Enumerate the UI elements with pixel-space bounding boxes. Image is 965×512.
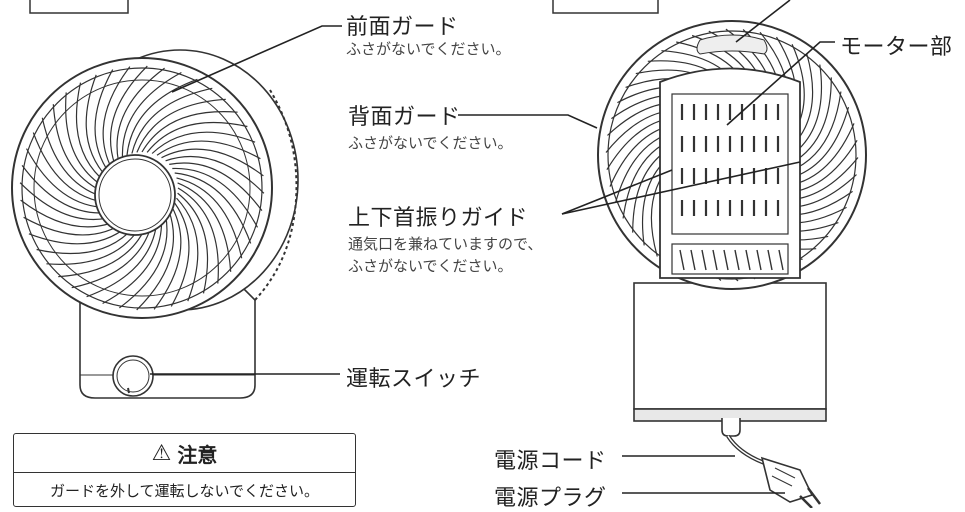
guard-wire — [151, 131, 256, 154]
guard-wire — [169, 162, 263, 211]
guard-wire — [75, 82, 107, 184]
lower-vent-slot — [778, 249, 784, 271]
louver-guide-note-2: ふさがないでください。 — [348, 257, 513, 275]
guard-wire — [116, 67, 165, 161]
lower-vent-slot — [756, 249, 762, 271]
switch-label: 運転スイッチ — [346, 367, 482, 392]
guard-wire — [131, 87, 213, 154]
lower-vent-slot — [734, 249, 740, 271]
guard-wire — [177, 187, 219, 284]
louver-guide-note-1: 通気口を兼ねていますので、 — [348, 235, 543, 253]
guard-wire — [170, 202, 190, 307]
power-cord-label: 電源コード — [494, 449, 607, 474]
switch-knob — [112, 355, 154, 397]
caution-box: ⚠ 注意 ガードを外して運転しないでください。 — [13, 433, 356, 507]
lower-vent-slot — [745, 249, 751, 271]
guard-wire — [177, 182, 232, 272]
rear-guard-note: ふさがないでください。 — [348, 134, 513, 152]
front-guard-note: ふさがないでください。 — [346, 40, 511, 58]
guard-wire — [136, 98, 226, 153]
guard-wire — [141, 111, 238, 153]
guard-wire — [94, 69, 114, 174]
warning-triangle-icon: ⚠ — [151, 440, 172, 466]
guard-wire — [172, 167, 259, 228]
lower-vent-slot — [767, 249, 773, 271]
guard-wire — [177, 192, 209, 294]
power-plug-label: 電源プラグ — [494, 486, 607, 511]
front-fan — [11, 49, 299, 399]
guard-wire — [102, 66, 131, 169]
rear-fan — [597, 20, 867, 467]
lower-vent-slot — [679, 249, 685, 271]
rear-guard-label: 背面ガード — [348, 105, 461, 130]
caution-header: ⚠ 注意 — [14, 434, 355, 473]
guard-wire — [153, 207, 182, 310]
caution-title: 注意 — [177, 442, 218, 467]
motor-label: モーター部 — [840, 35, 953, 60]
guard-wire — [119, 215, 168, 309]
guard-wire — [86, 220, 158, 298]
guard-wire — [165, 155, 265, 194]
guard-wire — [176, 177, 243, 259]
guard-wire — [174, 172, 252, 244]
guard-wire — [126, 78, 198, 156]
lower-vent-slot — [690, 249, 696, 271]
guard-wire — [146, 121, 248, 153]
lower-vent-slot — [723, 249, 729, 271]
power-plug — [760, 456, 821, 508]
guard-wire — [102, 218, 163, 305]
lower-vent-slot — [701, 249, 707, 271]
guard-wire — [109, 65, 148, 165]
guard-wire — [156, 140, 261, 160]
leader-lines — [150, 0, 835, 494]
guard-wire — [121, 71, 182, 158]
guard-wire — [85, 74, 108, 179]
guard-wire — [136, 211, 175, 311]
lower-vent-slot — [712, 249, 718, 271]
louver-guide-label: 上下首振りガイド — [348, 206, 529, 231]
front-guard-label: 前面ガード — [346, 15, 459, 40]
caution-text: ガードを外して運転しないでください。 — [49, 481, 320, 500]
guard-wire — [161, 148, 264, 177]
guard-wire — [176, 197, 199, 302]
